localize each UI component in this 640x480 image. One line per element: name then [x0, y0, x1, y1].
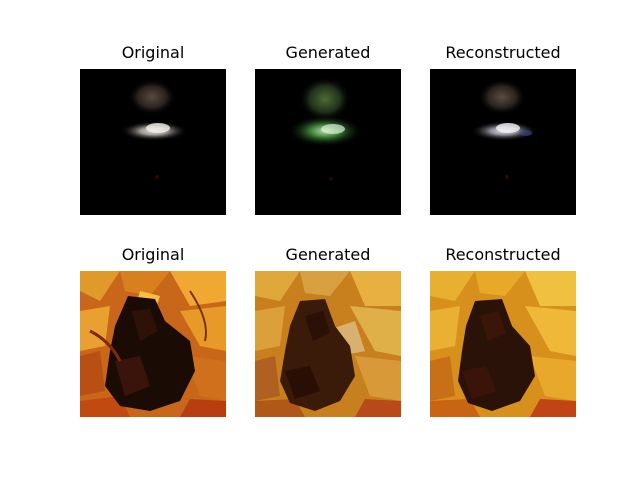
image-original-dark [80, 69, 226, 215]
image-generated-dark [255, 69, 401, 215]
panel-title: Generated [285, 245, 371, 264]
image-original-painting [80, 271, 226, 417]
panel-title: Generated [285, 43, 371, 62]
image-reconstructed-dark [430, 69, 576, 215]
panel-title: Reconstructed [445, 245, 561, 264]
panel-title: Reconstructed [445, 43, 561, 62]
image-reconstructed-painting [430, 271, 576, 417]
panel-title: Original [121, 43, 185, 62]
image-generated-painting [255, 271, 401, 417]
panel-title: Original [121, 245, 185, 264]
